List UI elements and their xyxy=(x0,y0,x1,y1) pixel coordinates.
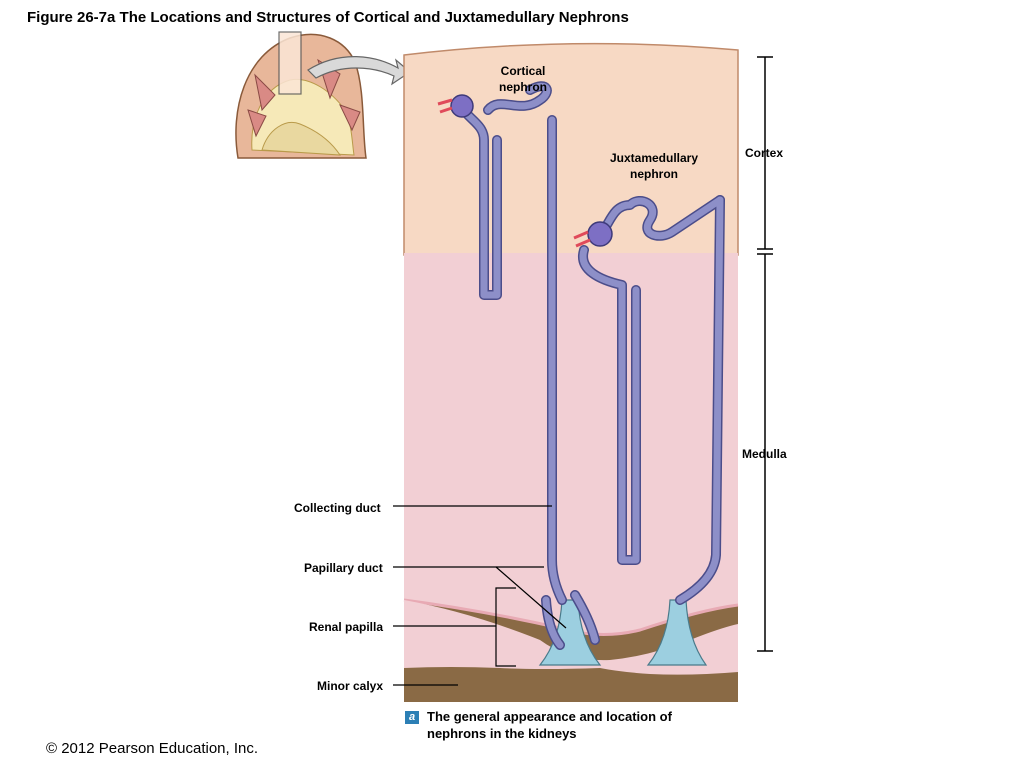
cortical-nephron-label: Cortical nephron xyxy=(490,63,556,95)
renal-papillae xyxy=(538,599,708,666)
region-brackets xyxy=(757,56,773,652)
cortex-label: Cortex xyxy=(745,146,784,160)
glomeruli xyxy=(437,94,613,248)
caption-line-1: The general appearance and location of xyxy=(427,709,672,724)
juxtamedullary-nephron-label: Juxtamedullary nephron xyxy=(596,150,712,182)
minor-calyx-label: Minor calyx xyxy=(317,679,384,693)
tubules xyxy=(457,81,725,650)
juxtamedullary-nephron-label-line2: nephron xyxy=(630,167,678,181)
figure-title: Figure 26-7a The Locations and Structure… xyxy=(27,9,629,26)
papillary-duct-label: Papillary duct xyxy=(304,561,383,575)
kidney-inset xyxy=(235,31,411,159)
figure-caption: The general appearance and location of n… xyxy=(427,708,727,742)
copyright-notice: © 2012 Pearson Education, Inc. xyxy=(46,740,259,757)
leader-lines xyxy=(393,505,567,686)
juxtamedullary-nephron-label-line1: Juxtamedullary xyxy=(609,151,699,165)
collecting-duct-label: Collecting duct xyxy=(294,501,381,515)
caption-badge: a xyxy=(405,711,419,724)
cortical-nephron-label-line2: nephron xyxy=(499,80,547,94)
caption-line-2: nephrons in the kidneys xyxy=(427,726,577,741)
medulla-label: Medulla xyxy=(742,447,787,461)
renal-papilla-label: Renal papilla xyxy=(309,620,384,634)
cortical-nephron-label-line1: Cortical xyxy=(500,64,546,78)
